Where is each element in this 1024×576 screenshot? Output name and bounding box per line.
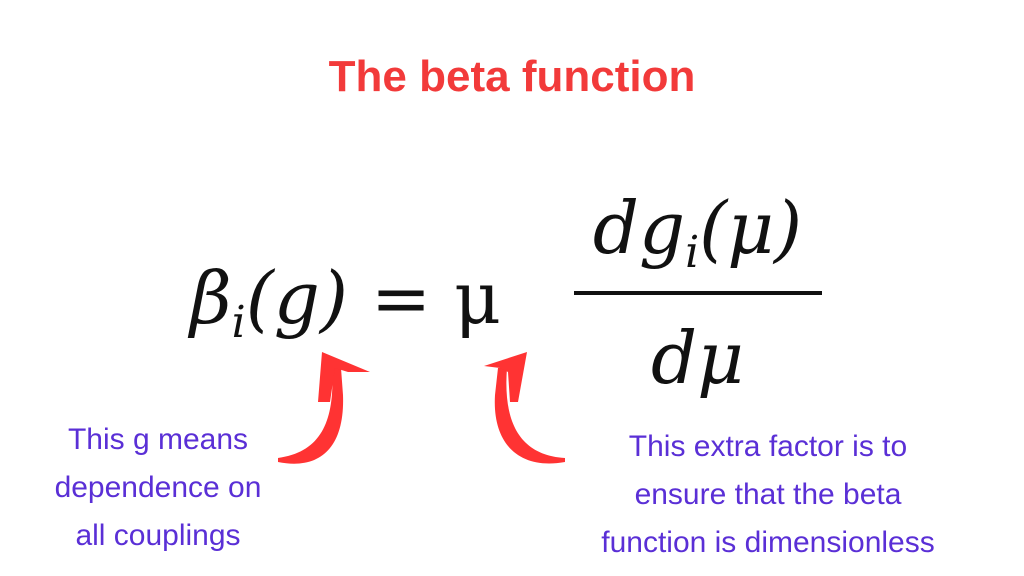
numerator-subscript: i [685, 227, 700, 278]
numerator-dg: dg [592, 186, 686, 270]
right-arrow-icon [484, 352, 565, 464]
beta-symbol: β [190, 256, 232, 340]
annotation-line: This g means [67, 423, 249, 456]
annotation-right: This extra factor is to ensure that the … [555, 423, 981, 567]
beta-argument: (g) [245, 256, 348, 340]
annotation-line: function is dimensionless [601, 526, 935, 559]
equals-mu: = μ [347, 256, 501, 340]
annotation-line: This extra factor is to [628, 430, 908, 463]
annotation-left: This g means dependence on all couplings [20, 416, 296, 560]
equation-lhs: βi(g) = μ [190, 262, 501, 348]
annotation-line: all couplings [75, 519, 241, 552]
numerator-argument: (μ) [699, 186, 803, 270]
left-arrow-icon [278, 352, 370, 464]
fraction-numerator: dgi(μ) [570, 192, 825, 278]
beta-subscript: i [231, 297, 246, 348]
annotation-line: dependence on [54, 471, 262, 504]
page-title: The beta function [328, 52, 696, 101]
fraction-denominator: dμ [651, 316, 744, 400]
annotation-line: ensure that the beta [634, 478, 902, 511]
fraction-bar [574, 291, 822, 295]
